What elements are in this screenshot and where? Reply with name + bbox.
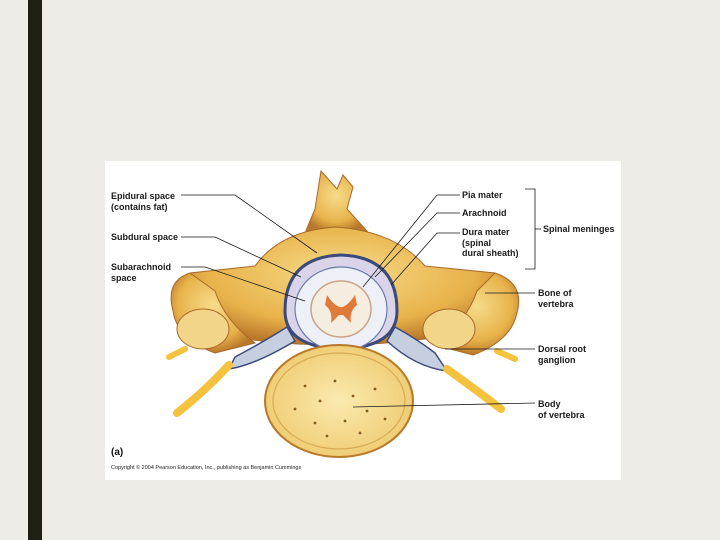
panel-letter: (a) (111, 447, 124, 458)
body-pores (293, 379, 387, 438)
subarachnoid-space-label: Subarachnoid space (111, 262, 172, 283)
leader-lines (181, 188, 541, 408)
left-accent-bar (28, 0, 42, 540)
right-spinal-nerve (443, 365, 505, 413)
dura-mater-label: Dura mater (spinal dural sheath) (462, 227, 519, 258)
epidural-space-label: Epidural space (contains fat) (111, 191, 176, 212)
bone-of-vertebra-label: Bone of vertebra (538, 288, 574, 309)
left-spinal-nerve (173, 361, 233, 417)
gray-matter (325, 295, 357, 323)
spinal-cord-illustration (166, 169, 541, 458)
pia-mater-label: Pia mater (462, 190, 503, 200)
spinal-meninges-label: Spinal meninges (543, 224, 615, 234)
figure-panel: Epidural space (contains fat) Subdural s… (105, 161, 621, 480)
body-of-vertebra-label: Body of vertebra (538, 399, 585, 420)
subdural-space-label: Subdural space (111, 232, 179, 242)
dorsal-root-ganglion-label: Dorsal root ganglion (538, 344, 587, 365)
vertebral-body (264, 344, 414, 458)
spinous-process (304, 169, 369, 234)
arachnoid-label: Arachnoid (462, 208, 507, 218)
copyright-notice: Copyright © 2004 Pearson Education, Inc.… (111, 465, 302, 471)
